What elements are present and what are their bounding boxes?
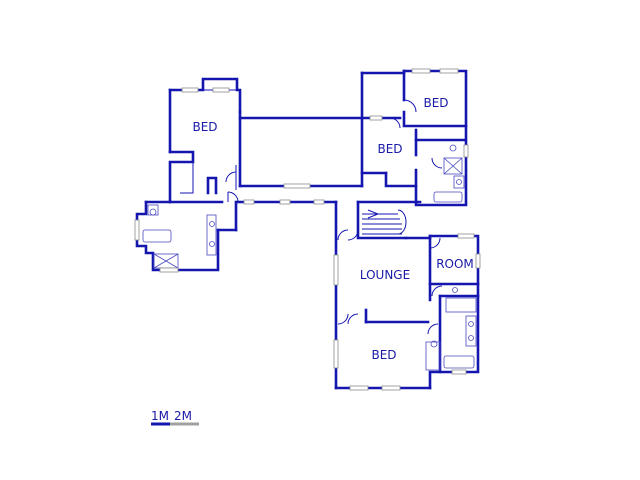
room-label-bed-ne-upper: BED: [423, 96, 448, 110]
scale-bar: 1M 2M: [151, 409, 199, 426]
north-east-wing: [360, 68, 469, 207]
room-label-bed-west: BED: [192, 120, 217, 134]
room-label-lounge: LOUNGE: [360, 268, 410, 282]
west-bedroom-wing: [168, 77, 242, 204]
south-east-wing: [333, 200, 481, 391]
staircase: [356, 200, 422, 240]
room-label-bed-ne-lower: BED: [377, 142, 402, 156]
room-label-room: ROOM: [436, 257, 474, 271]
central-corridor: [168, 110, 364, 205]
room-label-bed-south: BED: [371, 348, 396, 362]
west-bathroom: [134, 200, 238, 273]
scale-label-2m: 2M: [174, 409, 192, 423]
scale-label-1m: 1M: [151, 409, 169, 423]
